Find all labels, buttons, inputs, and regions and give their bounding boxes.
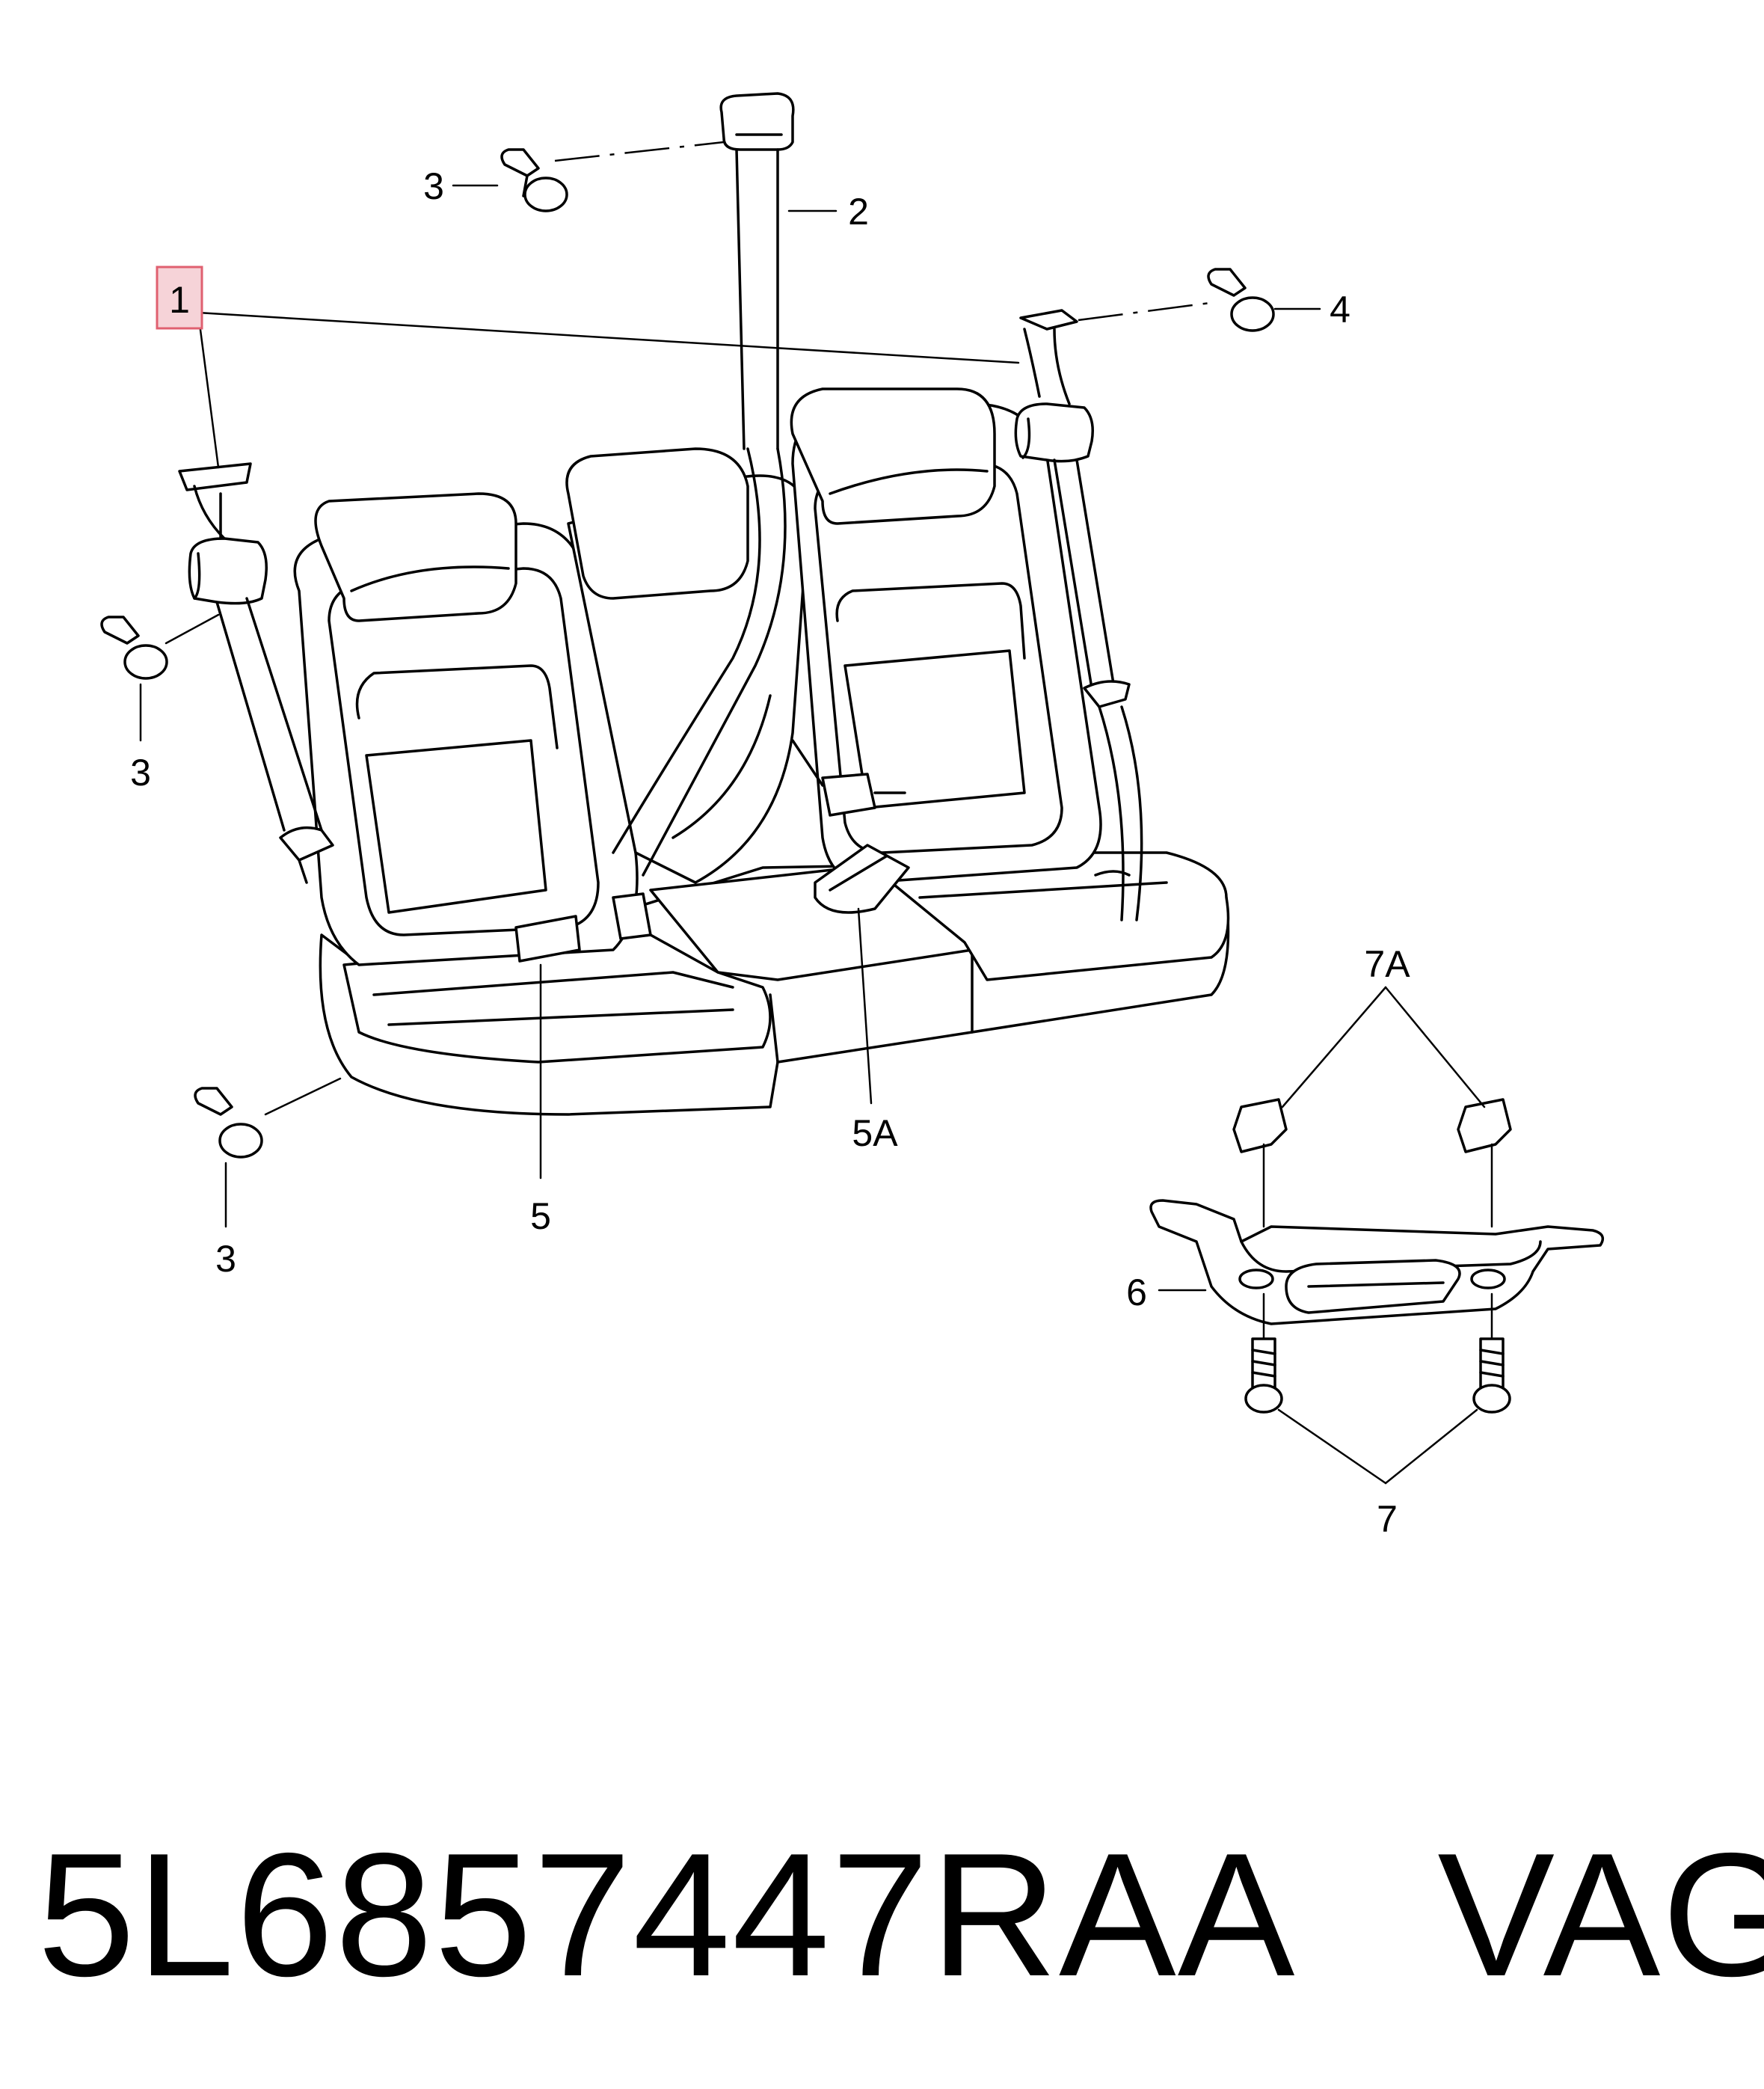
callout-3-top: 3 <box>423 165 444 207</box>
bracket-hole-left <box>1238 1269 1274 1289</box>
center-seat-belt <box>612 92 795 877</box>
left-belt-retractor <box>188 537 268 605</box>
right-belt-anchor <box>1019 309 1078 331</box>
clip-left <box>1232 1098 1288 1153</box>
callout-1-highlight <box>156 266 203 330</box>
callout-6: 6 <box>1126 1272 1147 1313</box>
rear-bench-seat <box>293 387 1230 1116</box>
callout-7a: 7A <box>1364 943 1410 985</box>
center-belt-anchor <box>719 92 795 151</box>
left-belt-guide <box>279 826 334 862</box>
buckle-tongue <box>821 773 876 817</box>
right-belt-guide <box>1083 680 1131 708</box>
callout-2: 2 <box>848 191 869 233</box>
callout-1: 1 <box>169 279 190 321</box>
bracket-hole-right <box>1470 1269 1506 1289</box>
right-seat-belt <box>1014 309 1143 921</box>
buckle-left <box>514 915 581 963</box>
bolt-left-upper <box>100 616 168 680</box>
right-belt-retractor <box>1014 402 1094 463</box>
callout-labels: 1 2 3 4 3 3 5 5A 6 7 7A <box>130 165 1410 1540</box>
part-number-caption: 5L6857447RAA VAG <box>37 1816 1764 2013</box>
headrest-center <box>565 447 749 600</box>
callout-3-bottom: 3 <box>215 1238 236 1280</box>
callout-5a: 5A <box>852 1112 898 1154</box>
headrest-left <box>314 492 517 622</box>
callout-3-left: 3 <box>130 752 151 794</box>
part-number: 5L6857447RAA <box>37 1816 1287 2013</box>
brand-name: VAG <box>1437 1816 1764 2013</box>
clip-right <box>1457 1098 1512 1153</box>
leader-lines <box>139 141 1486 1485</box>
mounting-bracket <box>1149 1098 1605 1414</box>
bolt-left-lower <box>194 1087 263 1159</box>
callout-4: 4 <box>1330 289 1350 331</box>
seat-cushion-left <box>342 933 772 1064</box>
callout-7: 7 <box>1377 1498 1398 1540</box>
bracket-recess <box>1285 1259 1461 1314</box>
bolt-right-4 <box>1207 268 1275 332</box>
callout-5: 5 <box>530 1195 551 1237</box>
headrest-right <box>790 387 996 525</box>
buckle-center <box>814 844 910 914</box>
left-belt-anchor <box>178 462 252 491</box>
bolt-top-center <box>500 148 568 212</box>
left-seat-belt <box>178 462 334 884</box>
